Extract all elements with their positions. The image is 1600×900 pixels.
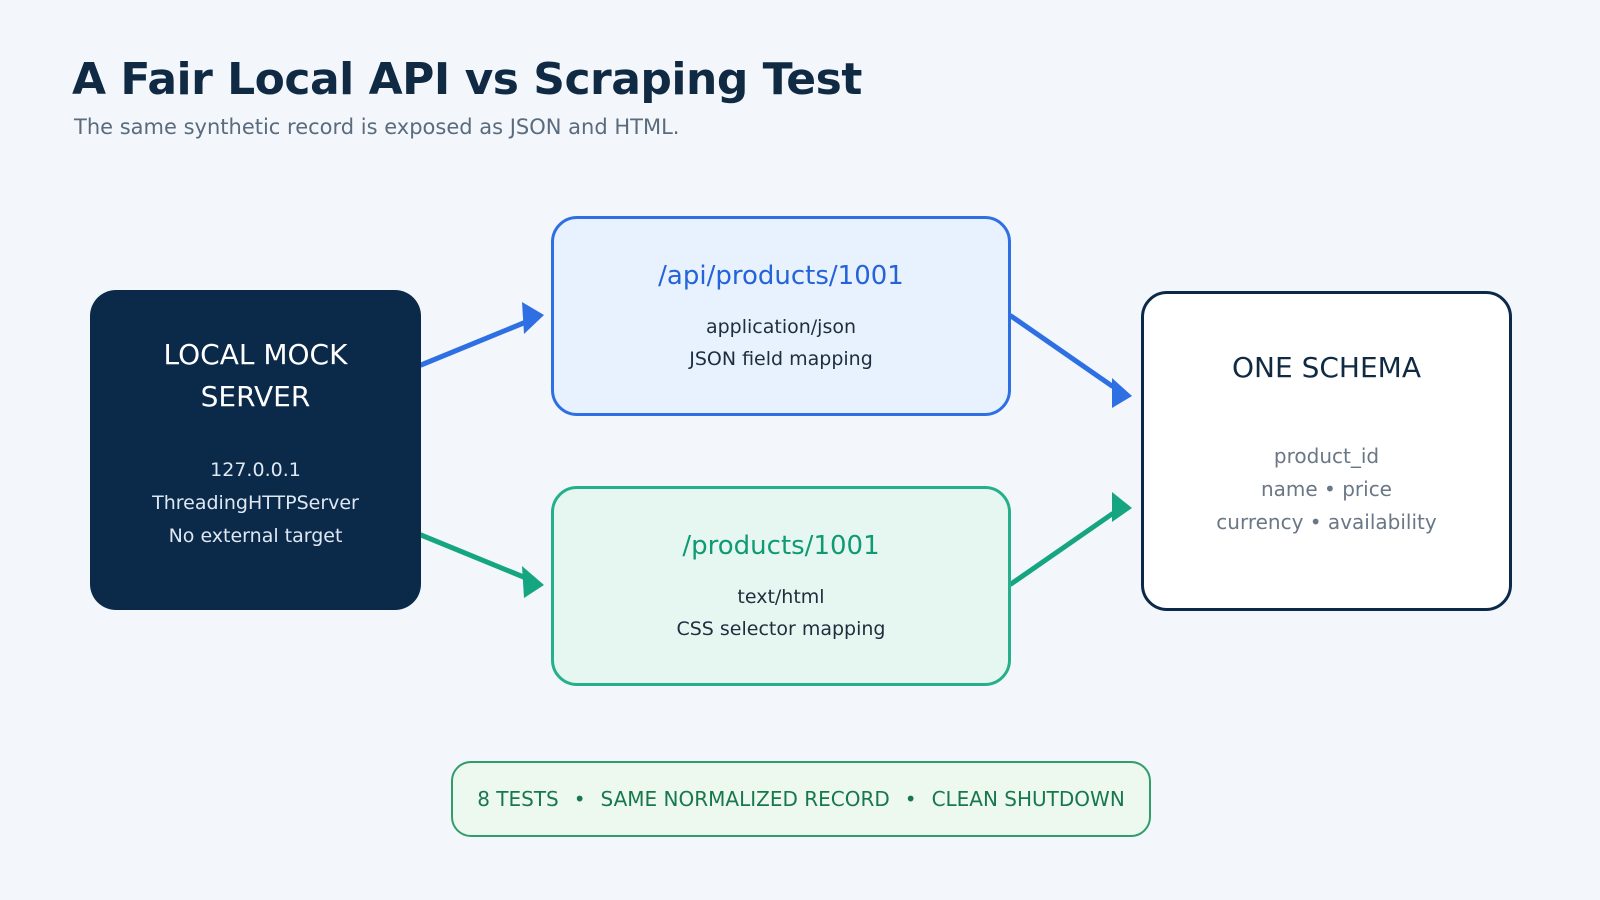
api-endpoint-details: application/json JSON field mapping (554, 311, 1008, 375)
one-schema-box: ONE SCHEMA product_id name • price curre… (1141, 291, 1512, 611)
api-mapping-method: JSON field mapping (689, 348, 873, 370)
html-mapping-method: CSS selector mapping (676, 618, 886, 640)
page-subtitle: The same synthetic record is exposed as … (74, 115, 680, 139)
page-title: A Fair Local API vs Scraping Test (72, 54, 862, 105)
schema-field-line-1: product_id (1273, 444, 1380, 468)
summary-clean-shutdown: CLEAN SHUTDOWN (931, 787, 1125, 811)
arrow-server-to-html (418, 532, 544, 598)
html-endpoint-details: text/html CSS selector mapping (554, 581, 1008, 645)
server-heading-line-2: SERVER (200, 380, 311, 413)
api-endpoint-box: /api/products/1001 application/json JSON… (551, 216, 1011, 416)
summary-separator-1: • (573, 787, 586, 811)
schema-field-line-3: currency • availability (1216, 510, 1437, 534)
arrow-html-to-schema (1008, 492, 1132, 587)
arrow-server-to-api (418, 302, 544, 368)
html-endpoint-path: /products/1001 (682, 531, 880, 561)
api-content-type: application/json (705, 316, 857, 338)
server-type: ThreadingHTTPServer (152, 492, 359, 514)
api-endpoint-path: /api/products/1001 (658, 261, 904, 291)
server-details: 127.0.0.1 ThreadingHTTPServer No externa… (90, 454, 421, 553)
html-endpoint-box: /products/1001 text/html CSS selector ma… (551, 486, 1011, 686)
summary-normalized-record: SAME NORMALIZED RECORD (600, 787, 890, 811)
summary-separator-2: • (904, 787, 917, 811)
html-content-type: text/html (737, 586, 825, 608)
local-mock-server-box: LOCAL MOCK SERVER 127.0.0.1 ThreadingHTT… (90, 290, 421, 610)
server-address: 127.0.0.1 (210, 459, 301, 481)
summary-banner: 8 TESTS • SAME NORMALIZED RECORD • CLEAN… (451, 761, 1151, 837)
server-heading: LOCAL MOCK SERVER (90, 334, 421, 418)
summary-test-count: 8 TESTS (477, 787, 559, 811)
server-target-note: No external target (168, 525, 343, 547)
schema-fields: product_id name • price currency • avail… (1144, 440, 1509, 539)
schema-field-line-2: name • price (1260, 477, 1392, 501)
server-heading-line-1: LOCAL MOCK (163, 338, 348, 371)
schema-heading: ONE SCHEMA (1232, 351, 1421, 384)
arrow-api-to-schema (1008, 313, 1132, 408)
